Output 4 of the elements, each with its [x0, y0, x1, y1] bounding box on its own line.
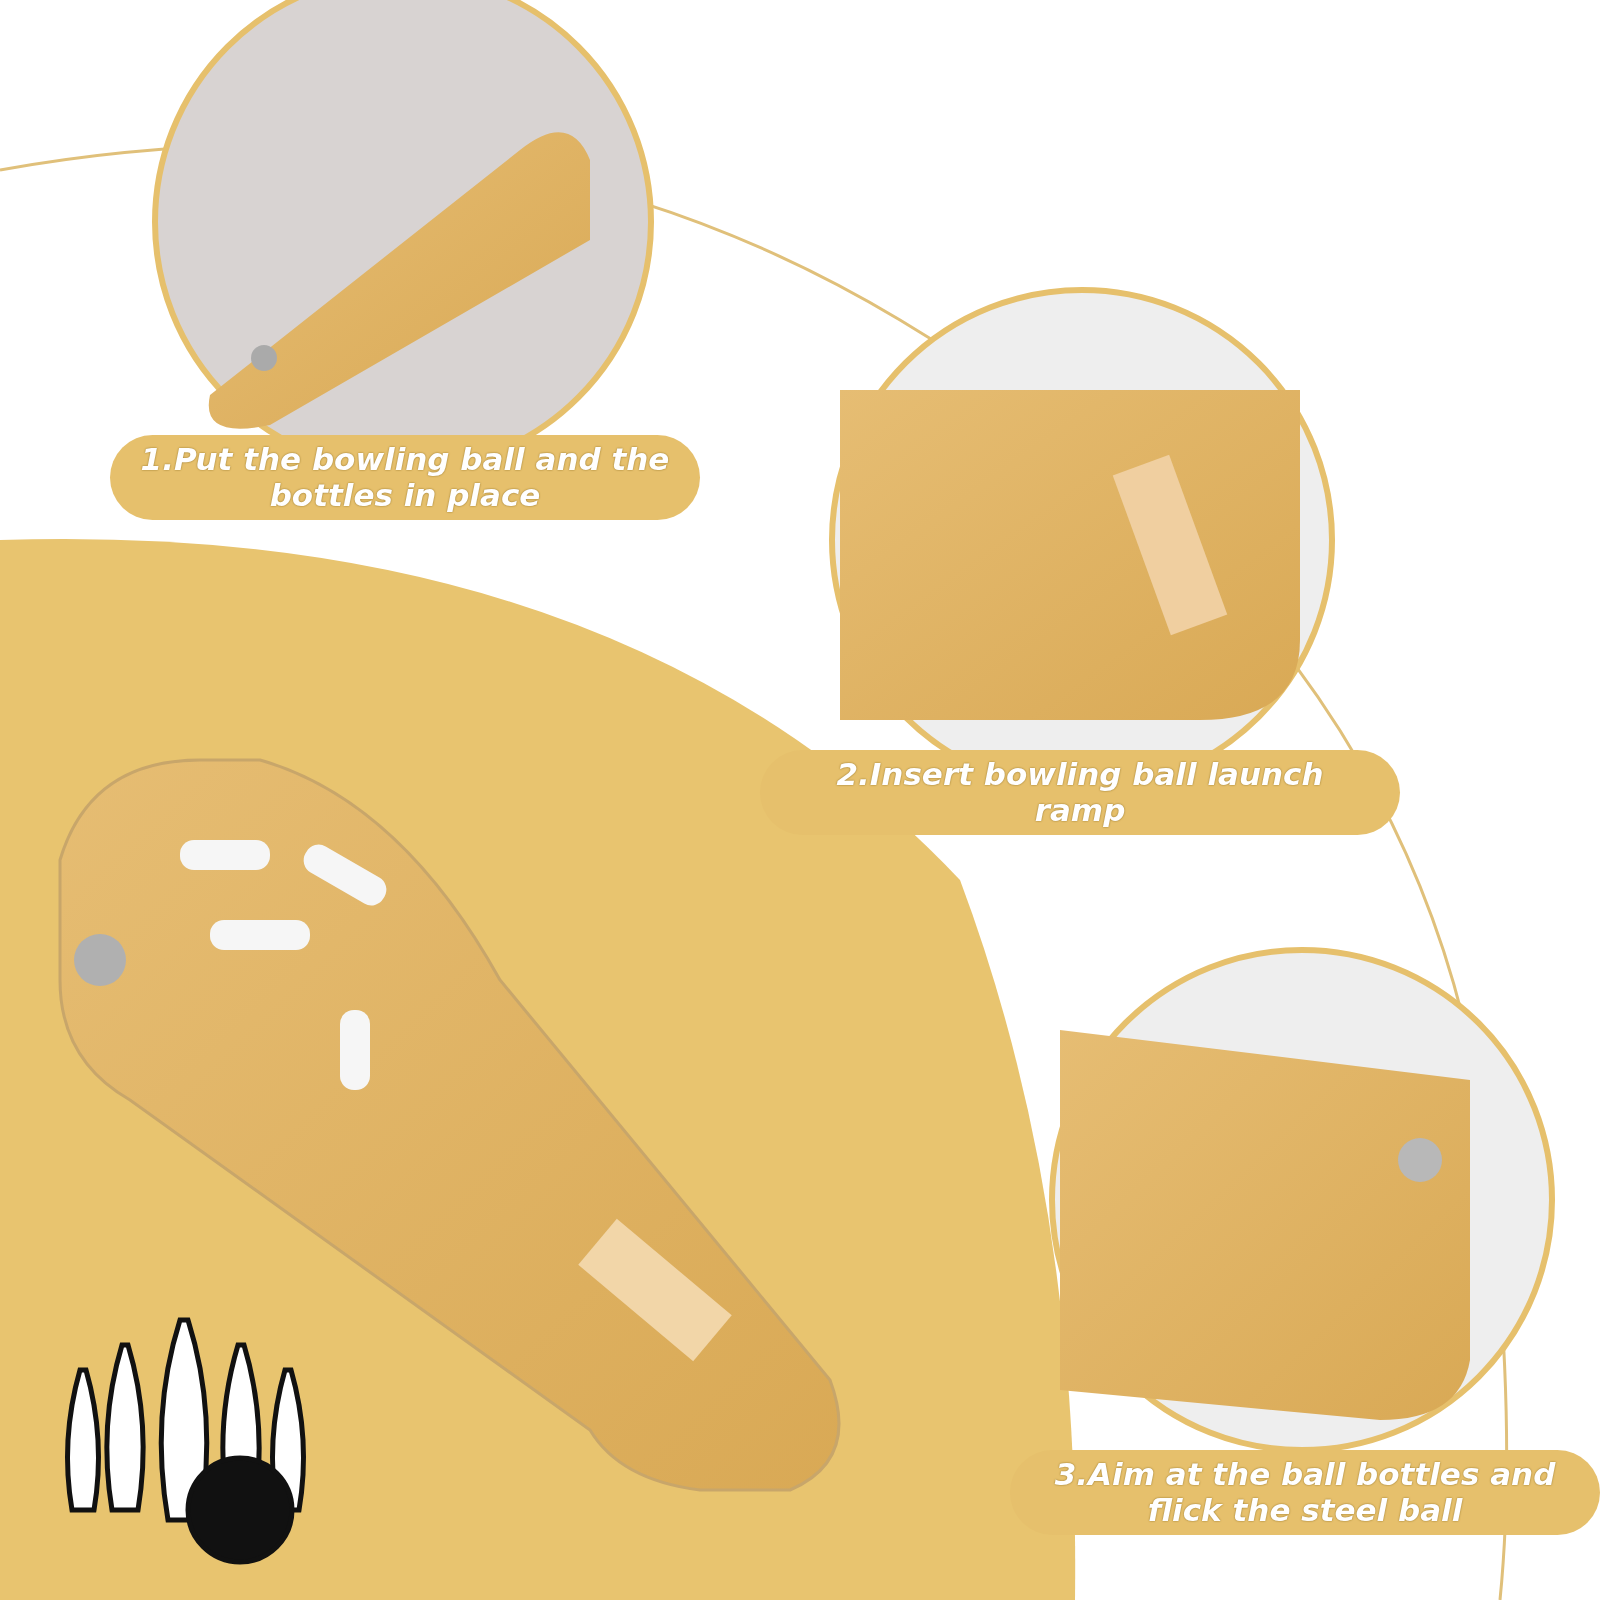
- step-label: [1010, 1450, 1600, 1535]
- step-text: 3.Aim at the ball bottles and flick the steel ball: [1053, 1456, 1557, 1529]
- step-text: 2.Insert bowling ball launch ramp: [835, 756, 1325, 829]
- step-text: 1.Put the bowling ball and the bottles in place: [140, 441, 670, 514]
